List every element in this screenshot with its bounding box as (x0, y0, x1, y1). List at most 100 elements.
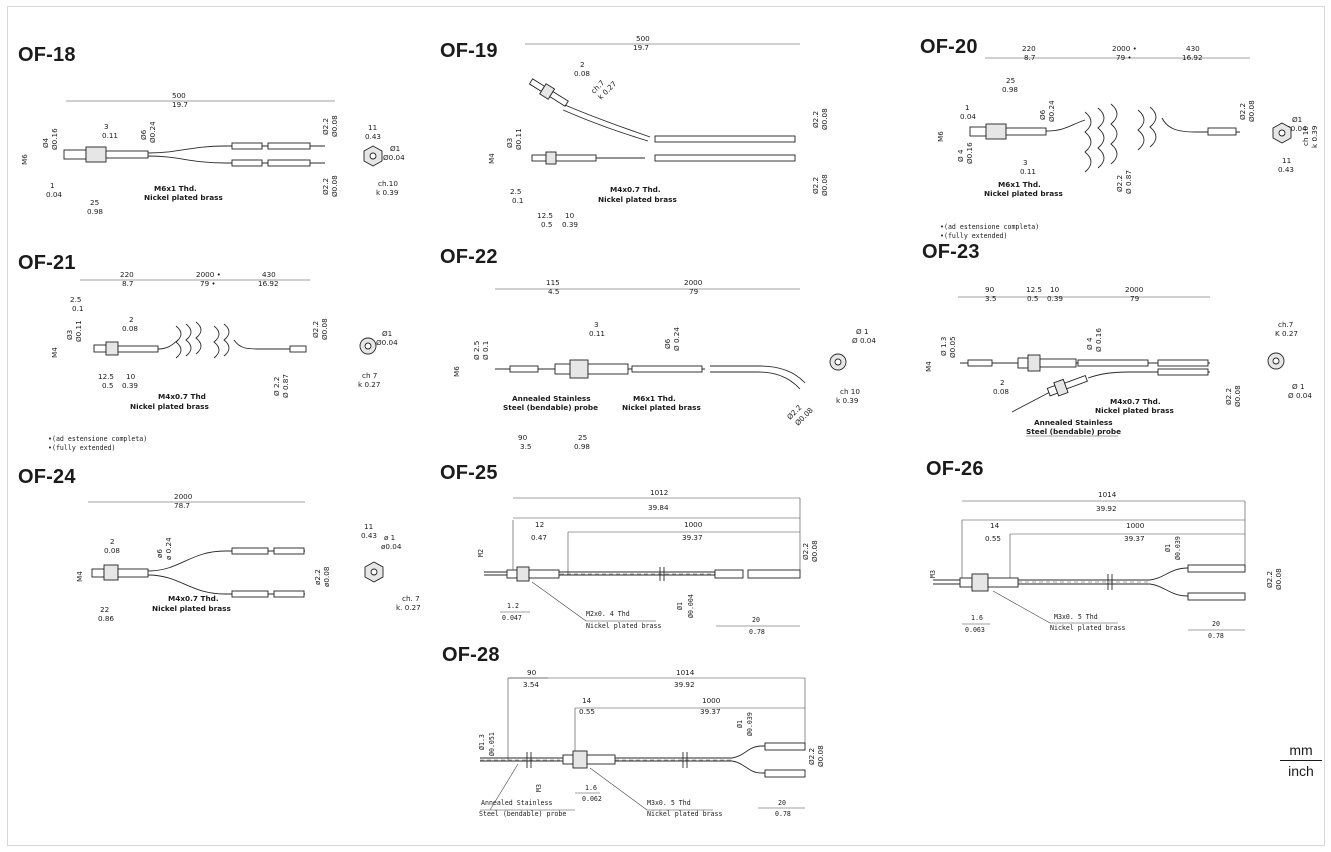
sensor-shank (1064, 375, 1088, 390)
axis-label: M2 (477, 549, 485, 557)
coiled-cable (1149, 106, 1157, 148)
axis-label: ø0.08 (322, 566, 331, 587)
coiled-cable (213, 325, 220, 359)
axis-label: Ø0.08 (1233, 385, 1242, 407)
dim-text: 12 (535, 520, 544, 529)
fiber-cable (1161, 117, 1240, 133)
dim-text: 8.7 (122, 279, 133, 288)
title-of23: OF-23 (922, 241, 980, 263)
axis-label: Ø6 (1038, 109, 1047, 120)
probe-label: Steel (bendable) probe (1026, 427, 1121, 436)
sensor-shank (528, 569, 560, 579)
dim-text: 11 (364, 522, 373, 531)
fiber-sleeve (747, 569, 801, 579)
dim-text: 79 (689, 287, 699, 296)
dim-text: 1014 (1098, 490, 1117, 499)
dim-text: K 0.27 (1275, 329, 1298, 338)
dim-text: 10 (126, 372, 136, 381)
axis-label: Ø2.2 (811, 177, 820, 194)
dim-text: 22 (100, 605, 109, 614)
units-mm: mm (1280, 742, 1322, 761)
dim-text: 11 (368, 123, 377, 132)
axis-label: Ø0.16 (50, 128, 59, 150)
dim-text: Ø1 (1292, 115, 1302, 124)
sensor-body (1017, 357, 1029, 369)
axis-label: ø6 (155, 549, 164, 558)
axis-label: Ø2.2 (1115, 175, 1124, 192)
fiber-sleeve (267, 142, 311, 150)
title-of28: OF-28 (442, 644, 500, 666)
hex-nut (1027, 354, 1041, 372)
material-label: Nickel plated brass (152, 604, 231, 613)
axis-label: Ø6 (663, 338, 672, 349)
dim-text: 0.08 (104, 546, 120, 555)
dim-text: 0.062 (582, 795, 602, 803)
dim-text: 3 (104, 122, 109, 131)
coiled-cable (1110, 103, 1118, 165)
dim-text: 2 (1000, 378, 1005, 387)
axis-label: Ø0.08 (810, 540, 819, 562)
fiber-sleeve (231, 142, 263, 150)
fiber-sleeve (1187, 592, 1246, 601)
dim-text: 39.37 (1124, 534, 1145, 543)
fiber-sleeve (289, 345, 307, 353)
drawing-of25: 1012 39.84 12 0.47 1000 39.37 M2 Ø2.2 Ø0… (477, 488, 819, 636)
thread-label: M2x0. 4 Thd (586, 610, 630, 618)
thread-label: M4x0.7 Thd. (168, 594, 219, 603)
dim-text: 25 (1006, 76, 1015, 85)
dim-text: ch 10 (840, 387, 860, 396)
dim-text: 2 (129, 315, 134, 324)
probe-sleeve (967, 359, 993, 367)
axis-label: M4 (487, 153, 496, 164)
drawing-of26: 1014 39.92 14 0.55 1000 39.37 M3 Ø1 (929, 490, 1283, 640)
title-of22: OF-22 (440, 246, 498, 268)
axis-label: M6 (936, 131, 945, 142)
dim-text: 16.92 (258, 279, 279, 288)
fiber-sleeve (631, 365, 703, 373)
dim-text: 78.7 (174, 501, 190, 510)
dim-text: 0.08 (993, 387, 1009, 396)
axis-label: Ø 1.3 (939, 337, 948, 356)
hex-nut (516, 566, 530, 582)
dim-text: 2000 • (196, 270, 221, 279)
dim-text: 430 (262, 270, 276, 279)
footnote-it: •(ad estensione completa) (940, 223, 1039, 231)
axis-label: M3 (929, 570, 937, 578)
fiber-cable (147, 574, 305, 595)
dim-text: 0.08 (122, 324, 138, 333)
dim-text: k 0.39 (836, 396, 859, 405)
fiber-cable (147, 145, 325, 154)
material-label: Nickel plated brass (1050, 624, 1125, 632)
material-label: Nickel plated brass (1095, 406, 1174, 415)
dim-text: 12.5 (1026, 285, 1042, 294)
fiber-sleeve (1157, 359, 1209, 367)
axis-label: Ø2.2 (321, 118, 330, 135)
dim-text: 3.5 (520, 442, 531, 451)
axis-label: Ø0.08 (820, 174, 829, 196)
fiber-cable (562, 109, 649, 142)
dim-text: 0.78 (775, 810, 791, 818)
axis-label: Ø2.2 (1238, 103, 1247, 120)
dim-text: Ø 0.04 (1288, 391, 1312, 400)
dim-text: 3 (594, 320, 599, 329)
leader-line (489, 763, 519, 811)
coiled-cable (185, 323, 192, 357)
dim-text: 0.78 (1208, 632, 1224, 640)
fiber-cable (157, 339, 179, 350)
dim-text: 0.063 (965, 626, 985, 634)
axis-label: Ø 0.24 (672, 327, 681, 351)
dim-text: 25 (90, 198, 99, 207)
dim-text: 12.5 (537, 211, 553, 220)
dim-text: ch. 7 (402, 594, 420, 603)
sensor-body (562, 754, 574, 765)
axis-label: ø 0.24 (164, 537, 173, 560)
drawing-of20: 220 8.7 2000 • 79 • 430 16.92 25 0.98 1 … (936, 44, 1319, 240)
thread-label: M4x0.7 Thd. (1110, 397, 1161, 406)
dim-text: 3.5 (985, 294, 996, 303)
axis-label: ch 10 (1301, 126, 1310, 146)
dim-text: k 0.39 (376, 188, 399, 197)
dim-text: 39.92 (674, 680, 695, 689)
sensor-body (969, 126, 987, 137)
dim-text: 0.1 (512, 196, 523, 205)
hex-nut (572, 750, 588, 769)
